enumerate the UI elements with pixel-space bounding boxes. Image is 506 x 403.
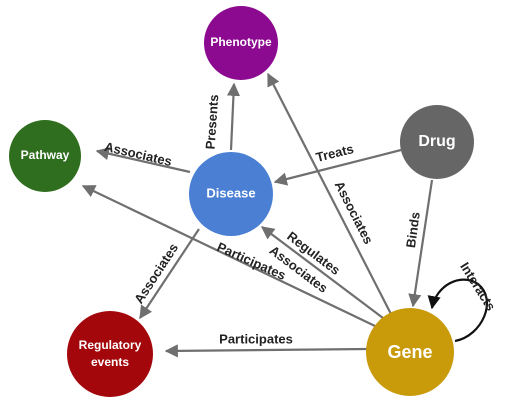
node-pathway-circle xyxy=(9,120,81,192)
label-treats: Treats xyxy=(314,141,355,165)
label-associates-disease-pathway: Associates xyxy=(103,139,173,169)
edge-drug-gene xyxy=(408,179,434,308)
label-interacts: Interacts xyxy=(457,259,498,313)
node-disease-label: Disease xyxy=(206,185,255,200)
edge-disease-regulatory xyxy=(139,228,200,320)
node-drug-circle xyxy=(400,105,474,179)
node-gene-circle xyxy=(366,308,454,396)
node-drug[interactable]: Drug xyxy=(400,105,474,179)
edge-drug-disease xyxy=(273,148,402,186)
node-pathway-label: Pathway xyxy=(21,148,70,162)
node-gene[interactable]: Gene xyxy=(366,308,454,396)
node-regulatory-label-line1: Regulatory xyxy=(79,338,142,352)
node-disease[interactable]: Disease xyxy=(189,152,273,236)
edges xyxy=(81,72,489,358)
node-disease-circle xyxy=(189,152,273,236)
node-regulatory-events[interactable]: Regulatory events xyxy=(67,311,153,397)
edge-disease-pathway xyxy=(95,147,191,174)
edge-gene-pathway xyxy=(81,185,376,327)
edge-gene-gene-loop xyxy=(427,278,489,343)
node-pathway[interactable]: Pathway xyxy=(9,120,81,192)
edge-disease-phenotype xyxy=(226,82,241,151)
node-phenotype[interactable]: Phenotype xyxy=(204,6,278,80)
node-phenotype-label: Phenotype xyxy=(210,35,272,49)
edge-gene-regulatory xyxy=(164,344,370,358)
edge-gene-disease xyxy=(260,226,384,319)
label-associates-disease-regulatory: Associates xyxy=(131,241,181,307)
node-drug-label: Drug xyxy=(418,133,455,150)
nodes: Phenotype Pathway Disease Drug Regulator… xyxy=(9,6,474,397)
label-participates-gene-regulatory: Participates xyxy=(219,331,293,346)
node-gene-label: Gene xyxy=(387,342,432,362)
edge-gene-phenotype xyxy=(267,72,393,317)
node-regulatory-circle xyxy=(67,311,153,397)
node-phenotype-circle xyxy=(204,6,278,80)
node-regulatory-label-line2: events xyxy=(91,355,129,369)
label-binds: Binds xyxy=(403,211,423,249)
label-presents: Presents xyxy=(203,94,222,150)
